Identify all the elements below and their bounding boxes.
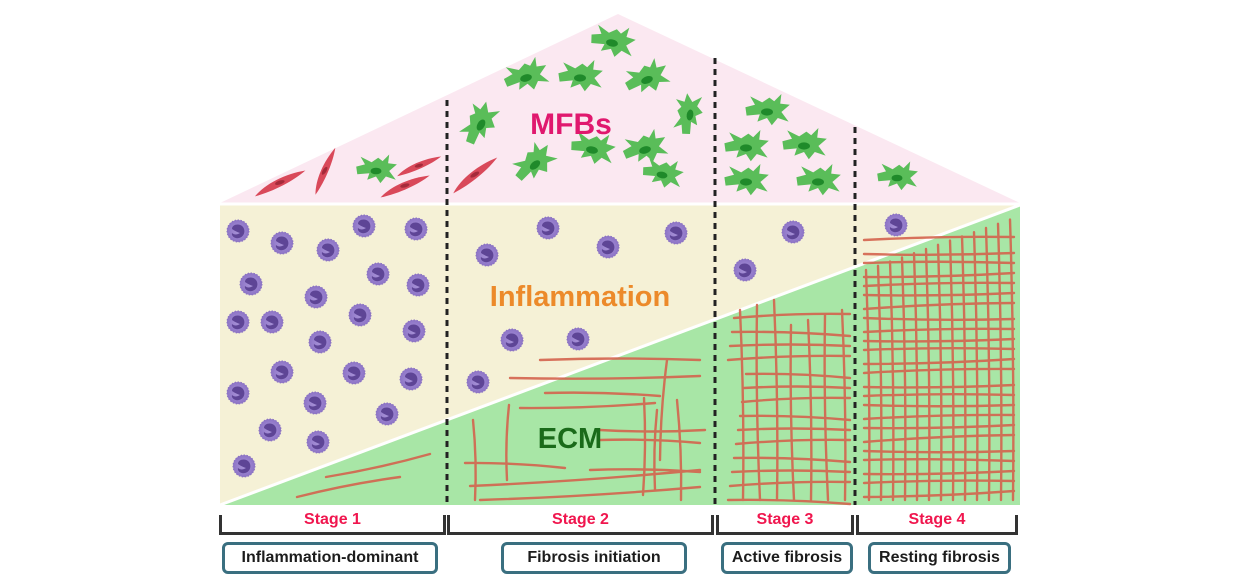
- collagen-fiber: [471, 418, 477, 502]
- stage-3-description: Active fibrosis: [721, 542, 853, 574]
- neutrophil-cell-icon: [596, 235, 620, 259]
- neutrophil-cell-icon: [304, 285, 328, 309]
- collagen-fiber: [734, 438, 852, 446]
- neutrophil-cell-icon: [399, 367, 423, 391]
- collagen-fiber: [996, 222, 1003, 502]
- collagen-fiber: [755, 303, 762, 502]
- collagen-fiber: [948, 239, 955, 502]
- neutrophil-cell-icon: [303, 391, 327, 415]
- collagen-fiber: [862, 449, 1016, 454]
- collagen-fiber: [653, 408, 659, 492]
- collagen-fiber: [732, 312, 852, 320]
- collagen-fiber: [543, 391, 662, 398]
- neutrophil-cell-icon: [475, 243, 499, 267]
- stage-1-description: Inflammation-dominant: [222, 542, 438, 574]
- neutrophil-cell-icon: [226, 381, 250, 405]
- mfb-region: [220, 14, 1020, 203]
- collagen-fiber: [862, 327, 1016, 334]
- collagen-fiber: [960, 235, 967, 502]
- stage-4-label: Stage 4: [908, 511, 966, 528]
- inflammation-label: Inflammation: [490, 281, 670, 313]
- collagen-fiber: [772, 298, 779, 502]
- collagen-fiber: [936, 243, 943, 502]
- neutrophil-cell-icon: [404, 217, 428, 241]
- stage-3-label: Stage 3: [756, 511, 814, 528]
- neutrophil-cell-icon: [226, 310, 250, 334]
- neutrophil-cell-icon: [664, 221, 688, 245]
- collagen-fiber: [862, 403, 1016, 408]
- collagen-fiber: [924, 247, 931, 502]
- collagen-fiber: [806, 318, 813, 502]
- neutrophil-cell-icon: [536, 216, 560, 240]
- neutrophil-cell-icon: [375, 402, 399, 426]
- collagen-fiber: [518, 401, 657, 410]
- collagen-fiber: [738, 308, 745, 502]
- stage-1-label: Stage 1: [304, 511, 361, 528]
- stage-2-description: Fibrosis initiation: [501, 542, 687, 574]
- collagen-fiber: [324, 452, 432, 479]
- mfbs-label: MFBs: [530, 108, 612, 141]
- stage-4-bracket: [856, 515, 1018, 535]
- stage-2-label: Stage 2: [552, 511, 609, 528]
- collagen-fiber-icon: [295, 218, 1016, 506]
- neutrophil-cell-icon: [316, 238, 340, 262]
- stage-2-bracket: [447, 515, 714, 535]
- collagen-fiber: [736, 427, 852, 432]
- neutrophil-cell-icon: [348, 303, 372, 327]
- neutrophil-cell-icon: [308, 330, 332, 354]
- neutrophil-cell-icon: [402, 319, 426, 343]
- neutrophil-cell-icon: [270, 360, 294, 384]
- collagen-fiber: [726, 498, 852, 506]
- collagen-fiber: [823, 313, 830, 502]
- neutrophil-cell-icon: [258, 418, 282, 442]
- neutrophil-cell-icon: [342, 361, 366, 385]
- neutrophil-cell-icon: [352, 214, 376, 238]
- collagen-fiber: [468, 468, 702, 488]
- collagen-fiber: [740, 396, 852, 404]
- neutrophil-cell-icon: [232, 454, 256, 478]
- collagen-fiber: [862, 235, 1016, 242]
- neutrophil-cell-icon: [733, 258, 757, 282]
- stage-3-bracket: [716, 515, 854, 535]
- stage-dividers: [445, 58, 857, 505]
- collagen-fiber: [641, 396, 647, 497]
- collagen-fiber: [738, 414, 852, 422]
- collagen-fiber: [876, 264, 883, 502]
- collagen-fiber: [840, 308, 847, 502]
- neutrophil-cell-icon: [270, 231, 294, 255]
- collagen-fiber: [972, 231, 979, 502]
- collagen-fiber: [508, 374, 702, 380]
- collagen-fiber: [505, 403, 511, 482]
- collagen-fiber: [478, 485, 702, 502]
- collagen-fiber: [295, 475, 402, 499]
- neutrophil-cell-icon: [239, 272, 263, 296]
- collagen-fiber: [742, 385, 852, 390]
- neutrophil-cell-icon: [781, 220, 805, 244]
- collagen-fiber: [900, 256, 907, 502]
- neutrophil-cell-icon: [366, 262, 390, 286]
- collagen-fiber: [864, 268, 871, 502]
- collagen-fiber: [675, 398, 683, 502]
- neutrophil-cell-icon: [406, 273, 430, 297]
- collagen-fiber: [912, 252, 919, 502]
- collagen-fiber: [888, 260, 895, 502]
- stage-4-description: Resting fibrosis: [868, 542, 1011, 574]
- neutrophil-cell-icon: [884, 213, 908, 237]
- collagen-fiber: [538, 357, 702, 362]
- neutrophil-cell-icon: [226, 219, 250, 243]
- neutrophil-cell-icon: [260, 310, 284, 334]
- neutrophil-cell-icon: [466, 370, 490, 394]
- neutrophil-cell-icon: [306, 430, 330, 454]
- collagen-fiber: [1008, 218, 1015, 502]
- neutrophil-cell-icon: [566, 327, 590, 351]
- collagen-fiber: [598, 428, 707, 433]
- stage-1-bracket: [219, 515, 446, 535]
- collagen-fiber: [789, 323, 796, 502]
- collagen-fiber: [984, 226, 991, 502]
- ecm-label: ECM: [538, 423, 602, 455]
- neutrophil-cell-icon: [500, 328, 524, 352]
- collagen-fiber: [658, 358, 669, 462]
- collagen-fiber: [598, 438, 702, 445]
